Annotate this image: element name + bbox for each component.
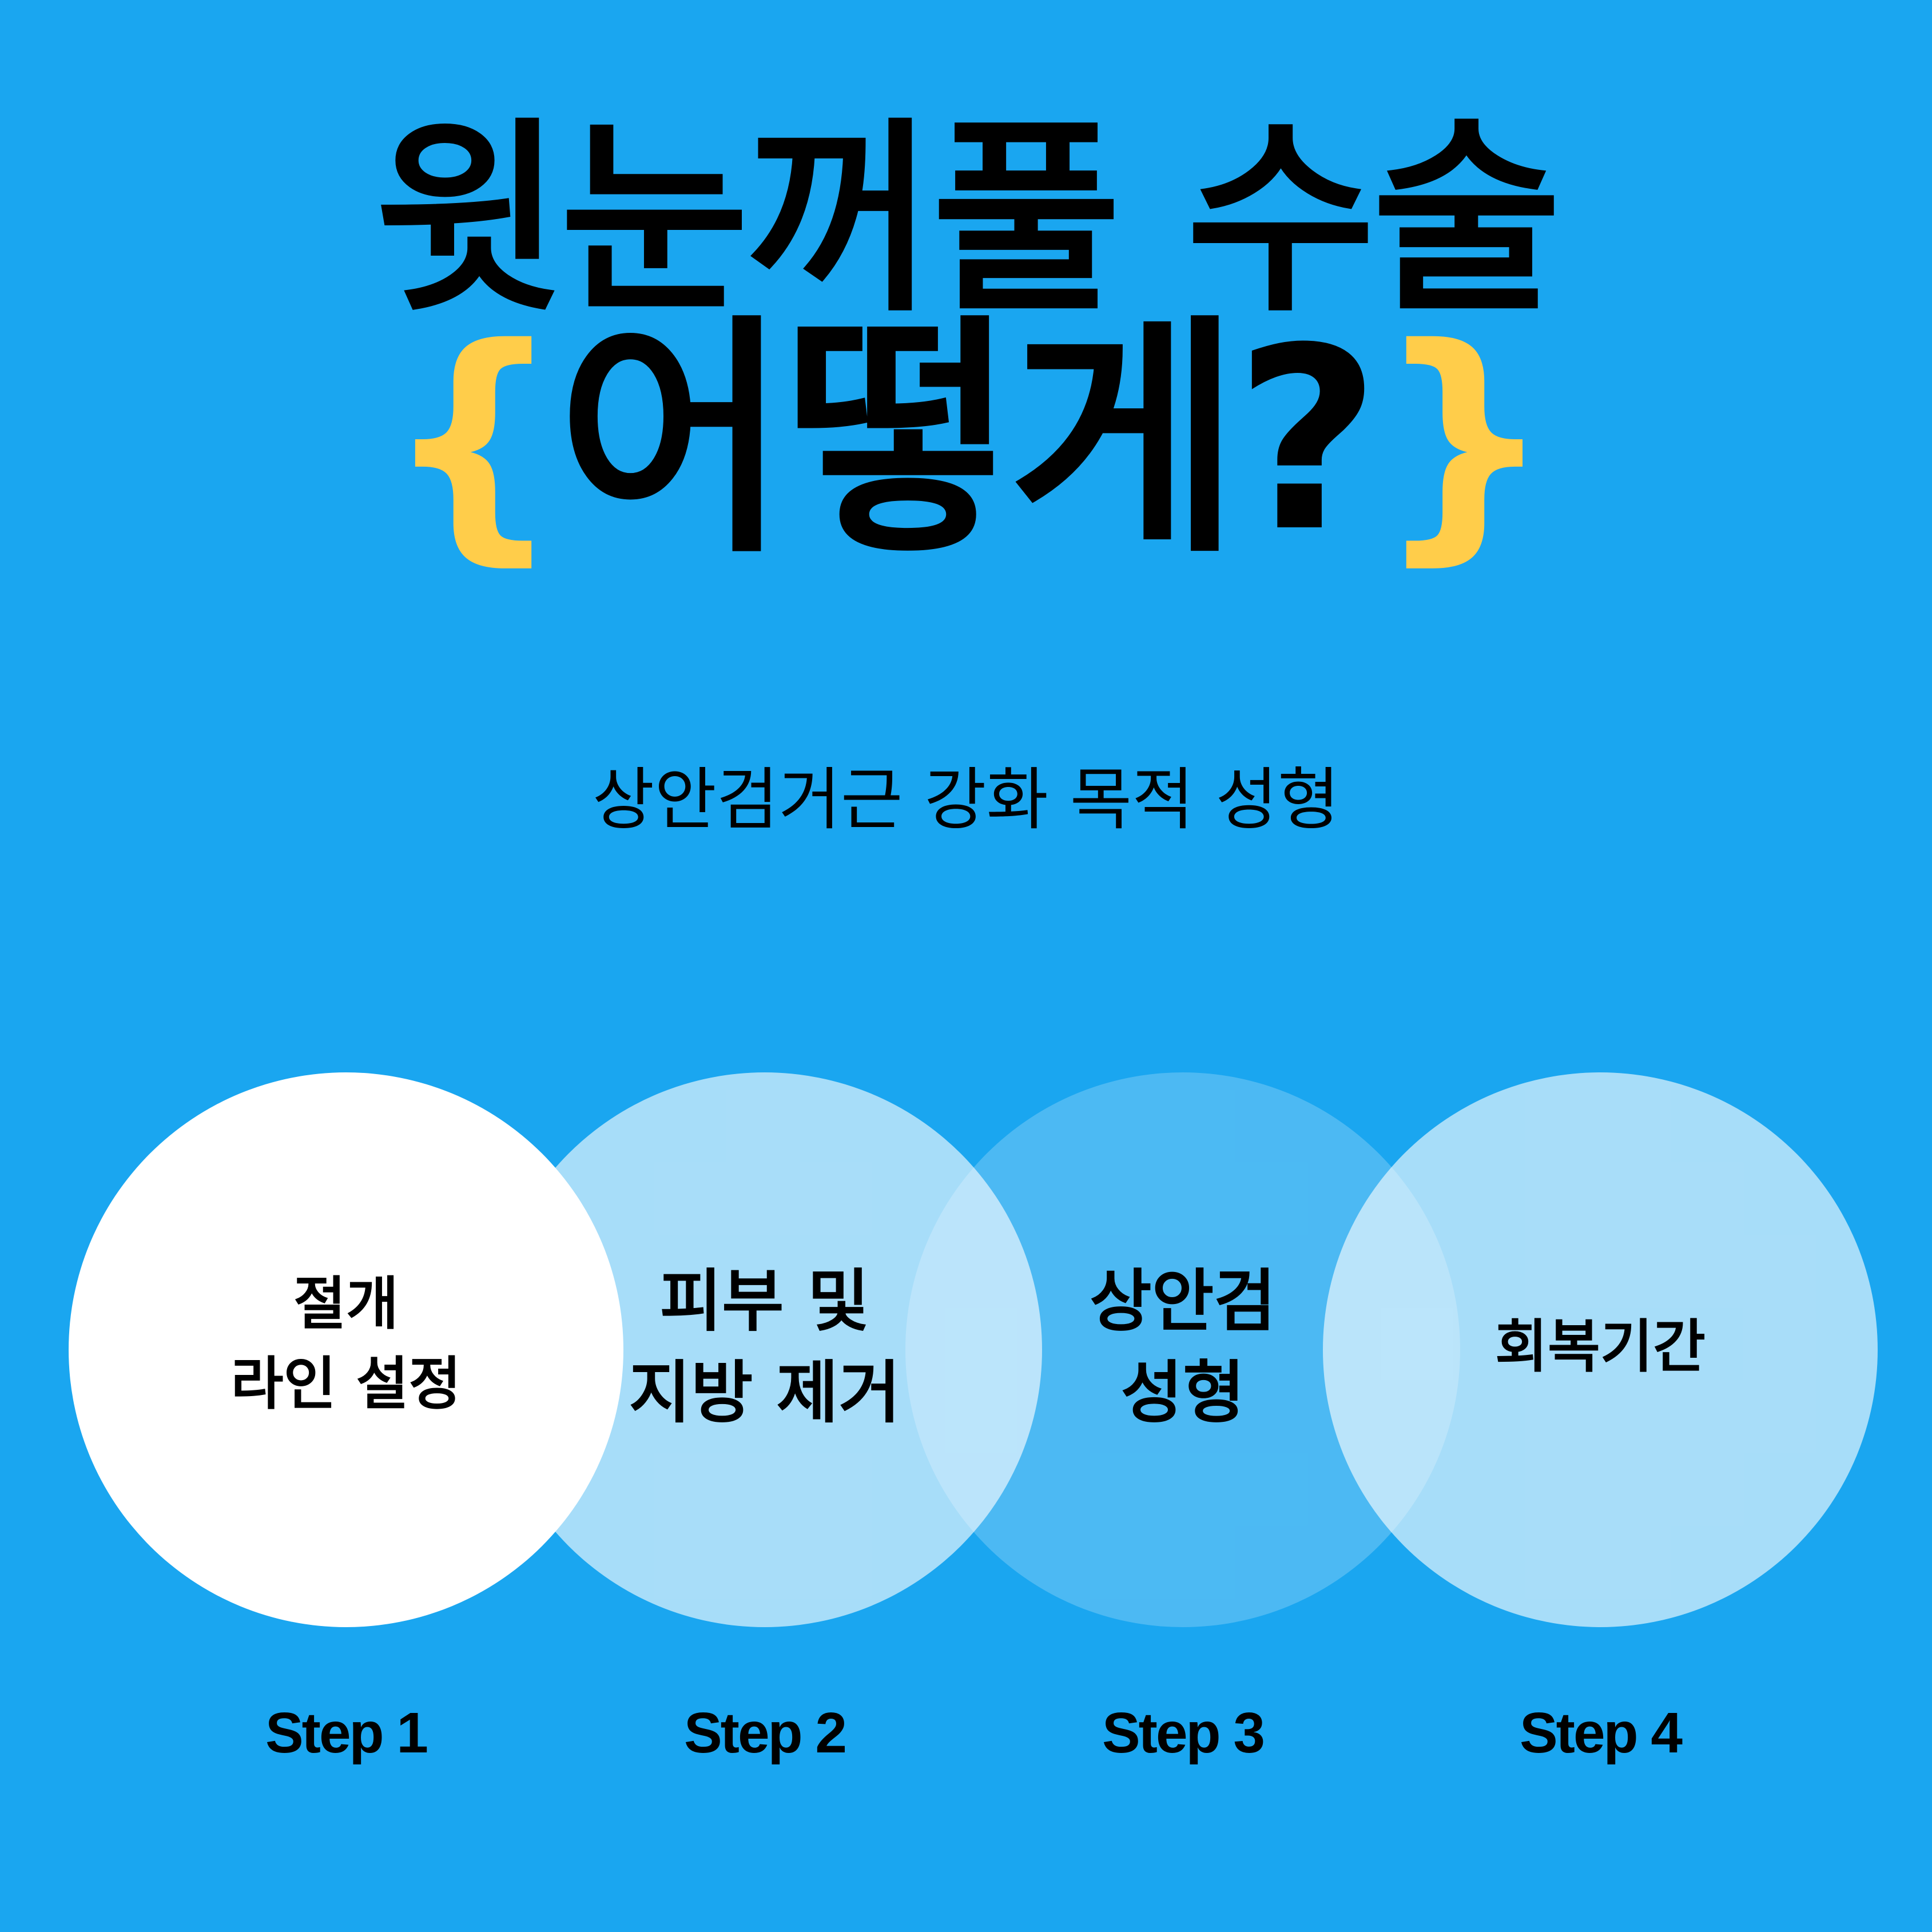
step-1-label-line-2: 라인 설정 — [230, 1350, 462, 1417]
step-4-circle — [1323, 1072, 1878, 1627]
step-3-caption: Step 3 — [1102, 1701, 1265, 1765]
step-2-label-line-2: 지방 제거 — [629, 1353, 901, 1432]
subtitle: 상안검거근 강화 목적 성형 — [592, 760, 1340, 839]
step-4-caption: Step 4 — [1519, 1701, 1683, 1765]
title-question: 어떻게? — [557, 294, 1381, 587]
step-1-circle — [69, 1072, 623, 1627]
step-2-label: 피부 및 지방 제거 — [487, 1255, 1042, 1438]
step-3-label: 상안검 성형 — [905, 1255, 1460, 1438]
brace-close: } — [1374, 294, 1554, 587]
step-3-label-line-2: 성형 — [1120, 1353, 1245, 1432]
step-1-label-line-1: 절개 — [293, 1270, 399, 1337]
step-1-caption: Step 1 — [265, 1701, 428, 1765]
step-4-label: 회복기간 — [1323, 1307, 1878, 1387]
brace-open: { — [383, 294, 563, 587]
step-4-label-line-1: 회복기간 — [1495, 1313, 1706, 1380]
step-3-label-line-1: 상안검 — [1090, 1262, 1276, 1341]
step-2-caption: Step 2 — [683, 1701, 847, 1765]
title-line-1: 윗눈꺼풀 수술 — [373, 100, 1562, 340]
step-2-label-line-1: 피부 및 — [659, 1262, 870, 1341]
title-line-2: {어떻게?} — [0, 309, 1932, 572]
step-1-label: 절개 라인 설정 — [69, 1264, 623, 1424]
